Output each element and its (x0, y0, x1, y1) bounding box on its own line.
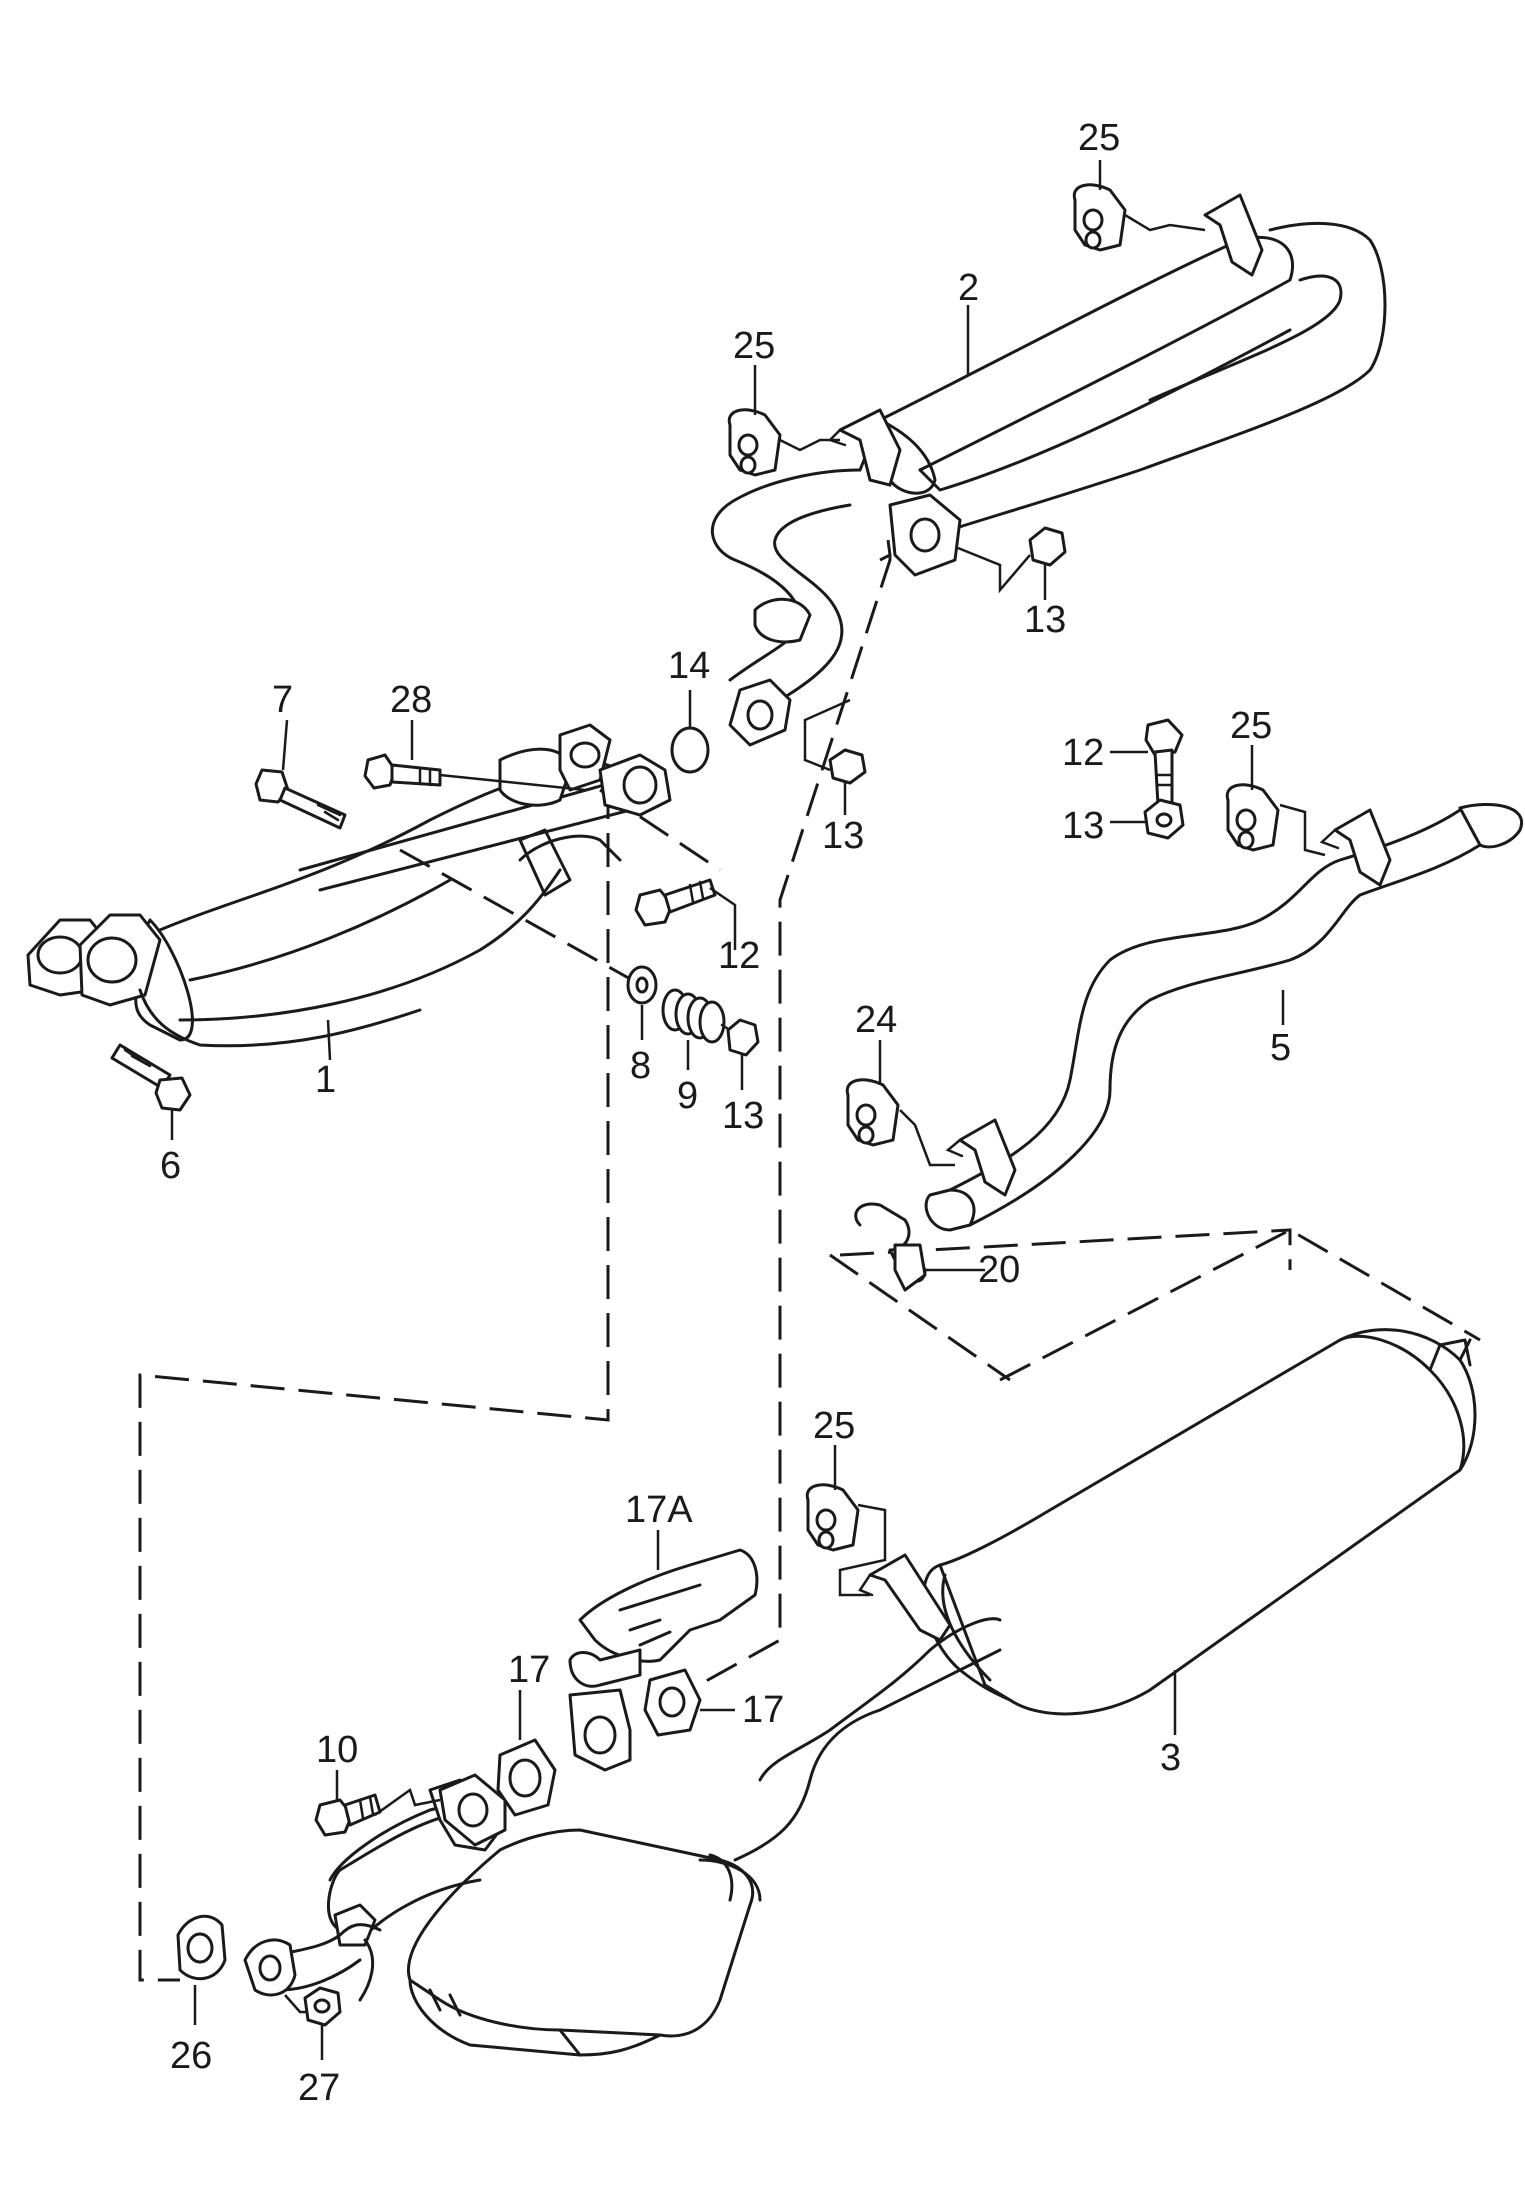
part-1-front-pipe (26, 723, 672, 1048)
callout-7: 7 (272, 679, 293, 721)
hanger-bracket-top-left (827, 408, 902, 487)
callout-labels: 1 2 3 5 6 7 8 9 10 12 12 13 13 13 13 14 … (160, 117, 1291, 2109)
callout-25-d: 25 (813, 1405, 855, 1447)
part-13-nut-b (957, 526, 1067, 600)
part-14-gasket-ring (670, 690, 710, 774)
part-12-bolt-right (1110, 718, 1184, 807)
callout-25-b: 25 (733, 325, 775, 367)
part-27-nut (284, 1986, 342, 2060)
leader-line-1 (326, 1019, 332, 1061)
part-6-bolt (110, 1043, 192, 1140)
part-13-nut-d (1110, 798, 1185, 840)
part-12-bolt-left (634, 878, 737, 950)
hanger-bracket-top-right (1203, 193, 1264, 277)
callout-8: 8 (630, 1045, 651, 1087)
callout-28: 28 (390, 679, 432, 721)
part-25-rubber-mount-c (1225, 745, 1326, 857)
part-7-bolt (254, 719, 347, 830)
callout-27: 27 (298, 2067, 340, 2109)
callout-9: 9 (677, 1075, 698, 1117)
part-9-spring (661, 988, 732, 1070)
hanger-bracket-tail-lower (945, 1118, 1017, 1197)
dashed-assembly-lines (138, 539, 1481, 1982)
callout-20: 20 (978, 1249, 1020, 1291)
callout-17-left: 17 (508, 1649, 550, 1691)
callout-2: 2 (958, 267, 979, 309)
part-20-clamp (854, 1202, 985, 1292)
hanger-bracket-tail-upper (1319, 808, 1392, 887)
part-13-nut-a (726, 1018, 760, 1090)
part-5-tail-pipe (924, 802, 1524, 1232)
callout-17A: 17A (625, 1489, 693, 1531)
part-17A-heat-shield-bracket (568, 1530, 759, 1772)
callout-5: 5 (1270, 1027, 1291, 1069)
callout-12-right: 12 (1062, 732, 1104, 774)
part-3-rear-muffler (922, 1328, 1477, 1735)
callout-1: 1 (315, 1059, 336, 1101)
part-25-rubber-mount-d (805, 1445, 887, 1597)
part-8-washer (626, 965, 658, 1040)
callout-13-b: 13 (822, 815, 864, 857)
part-13-nut-c (803, 698, 867, 815)
part-2-middle-muffler (711, 222, 1387, 747)
callout-14: 14 (668, 645, 710, 687)
part-17-gasket-left (496, 1690, 557, 1817)
part-17-gasket-right (643, 1668, 735, 1737)
callout-10: 10 (316, 1729, 358, 1771)
flange-front (374, 1773, 507, 1847)
callout-13-c: 13 (1062, 805, 1104, 847)
catalytic-converter-assembly (243, 1617, 1002, 2057)
part-25-rubber-mount-a (1072, 160, 1206, 252)
callout-13-a: 13 (1024, 599, 1066, 641)
part-25-rubber-mount-b (727, 365, 840, 477)
callout-13-d: 13 (722, 1095, 764, 1137)
part-10-bolt (314, 1770, 382, 1837)
callout-3: 3 (1160, 1737, 1181, 1779)
callout-25-a: 25 (1078, 117, 1120, 159)
part-28-bolt (363, 720, 586, 792)
callout-24: 24 (855, 999, 897, 1041)
hanger-bracket-rear-muffler (858, 1553, 952, 1642)
callout-26: 26 (170, 2035, 212, 2077)
callout-25-c: 25 (1230, 705, 1272, 747)
part-24-rubber-mount (845, 1040, 955, 1167)
callout-12-left: 12 (718, 935, 760, 977)
callout-17-right: 17 (742, 1689, 784, 1731)
part-26-gasket (176, 1914, 227, 2025)
callout-6: 6 (160, 1145, 181, 1187)
